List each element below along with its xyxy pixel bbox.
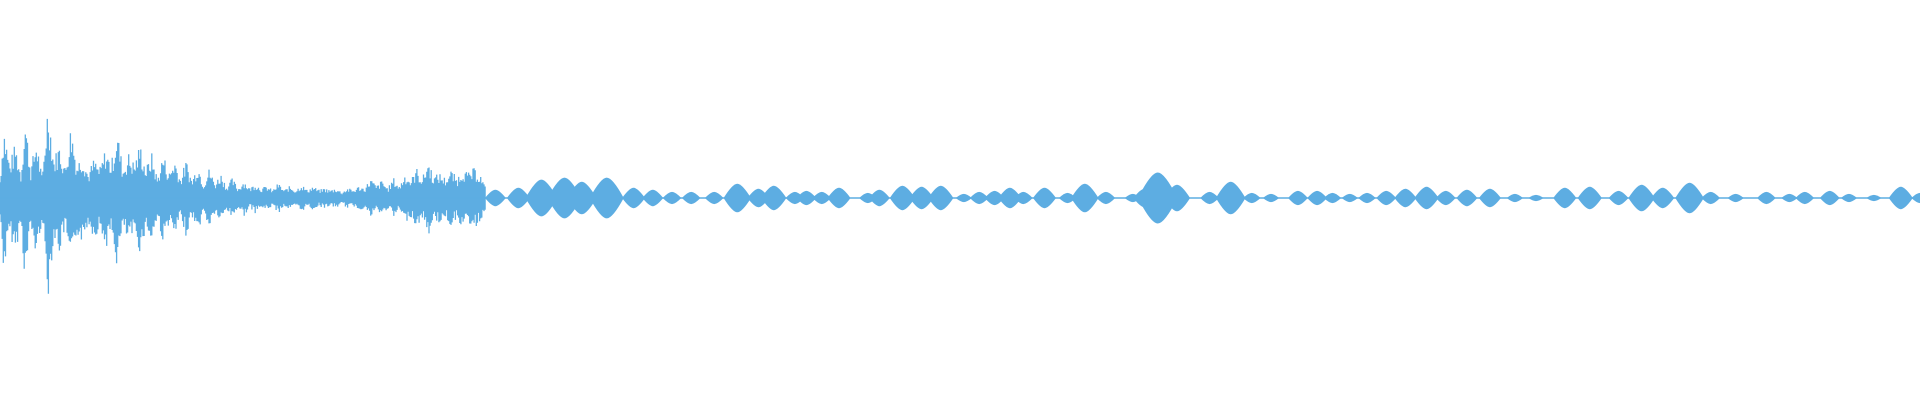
- waveform-blob: [1701, 191, 1720, 205]
- waveform-blob: [1243, 192, 1261, 204]
- waveform-blob: [1608, 190, 1629, 206]
- waveform-blob: [662, 191, 682, 205]
- waveform-blob: [1376, 190, 1397, 206]
- waveform-blob: [1058, 192, 1077, 204]
- waveform-blob: [1341, 193, 1358, 203]
- waveform-blob: [1479, 188, 1501, 208]
- waveform-blob: [1435, 190, 1456, 206]
- waveform-blob: [889, 185, 915, 211]
- waveform-blob: [1138, 172, 1178, 224]
- waveform-blob: [1506, 193, 1524, 203]
- waveform-blob: [1840, 193, 1858, 203]
- waveform-blob: [525, 179, 558, 217]
- waveform-blob: [1394, 188, 1417, 208]
- waveform-blob: [1163, 184, 1191, 212]
- waveform-blob: [547, 177, 582, 219]
- waveform-layer: [0, 118, 1920, 294]
- waveform-blob: [681, 191, 701, 205]
- waveform-blob: [869, 189, 890, 207]
- waveform-blob: [506, 187, 530, 209]
- waveform-blob: [1795, 191, 1815, 205]
- waveform-blob: [1628, 184, 1655, 212]
- waveform-blob: [1262, 193, 1280, 203]
- waveform-blob: [1911, 192, 1920, 204]
- waveform-blob: [1288, 190, 1308, 206]
- waveform-blob: [998, 187, 1022, 209]
- waveform-blob: [796, 190, 817, 206]
- waveform-blob: [642, 189, 664, 207]
- waveform-blob: [1200, 191, 1219, 205]
- waveform-blob: [1528, 194, 1544, 202]
- waveform-blob: [704, 191, 724, 205]
- waveform-blob: [1071, 183, 1099, 213]
- waveform-blob: [1553, 187, 1577, 209]
- waveform-blob: [1651, 187, 1675, 209]
- waveform-blob: [567, 181, 597, 215]
- waveform-blob: [812, 191, 832, 205]
- waveform-blob: [1781, 193, 1798, 203]
- waveform-blob: [1757, 191, 1776, 205]
- waveform-blob: [1727, 193, 1744, 203]
- waveform-blob: [1358, 192, 1376, 204]
- waveform-blob: [1323, 192, 1342, 204]
- waveform-blob: [622, 187, 646, 209]
- waveform-blob: [909, 186, 934, 210]
- waveform-blob: [1456, 189, 1478, 207]
- waveform-blob: [1414, 186, 1439, 210]
- waveform-blob: [1675, 182, 1704, 214]
- waveform-blob: [1215, 181, 1246, 215]
- waveform-blob: [984, 190, 1005, 206]
- waveform-blob: [1096, 191, 1116, 205]
- waveform-blob: [1819, 190, 1840, 206]
- waveform-blob: [747, 188, 770, 208]
- waveform-dense-segment: [0, 118, 486, 294]
- waveform-blob: [827, 187, 851, 209]
- waveform-blob: [955, 193, 972, 203]
- waveform-blob: [723, 183, 751, 213]
- waveform-blob: [1866, 194, 1882, 202]
- waveform-blob: [969, 191, 989, 205]
- waveform-blob: [761, 185, 787, 211]
- waveform-blob: [485, 189, 506, 207]
- waveform-blob: [1307, 190, 1327, 206]
- waveform-blob: [928, 185, 954, 211]
- waveform-blob: [1577, 186, 1602, 210]
- waveform-blob: [1888, 186, 1913, 210]
- waveform-blob: [589, 177, 624, 219]
- waveform-blob: [1033, 187, 1056, 209]
- waveform-blob: [1014, 191, 1033, 205]
